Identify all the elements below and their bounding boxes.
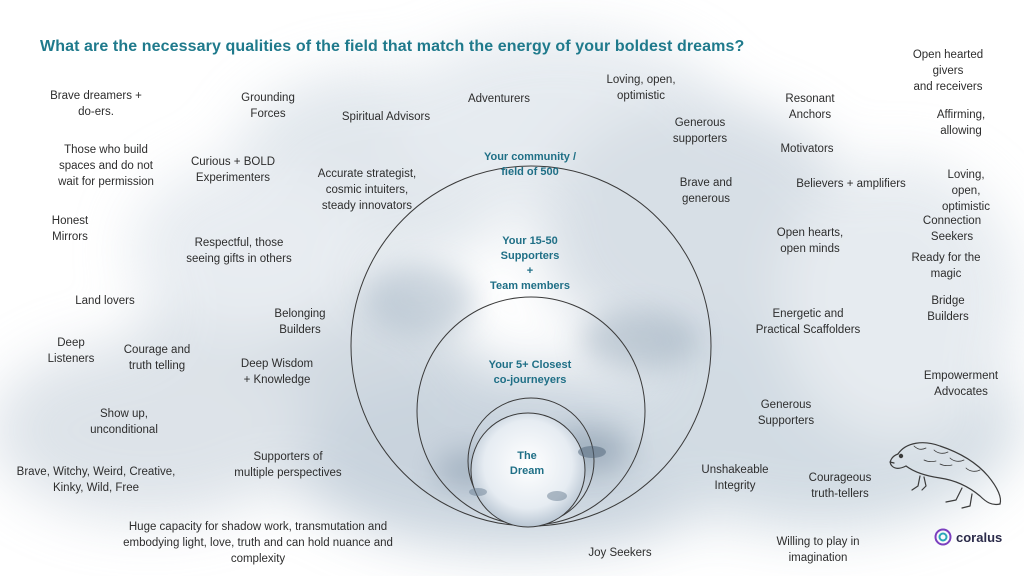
- quality-label: Connection Seekers: [922, 215, 982, 243]
- quality-label: Courage and truth telling: [123, 344, 191, 372]
- quality-label: Loving, open, optimistic: [942, 169, 990, 213]
- quality-label: Energetic and Practical Scaffolders: [755, 308, 861, 336]
- quality-label: Bridge Builders: [927, 295, 969, 323]
- quality-label: Generous Supporters: [757, 399, 815, 427]
- ring-label-center: The Dream: [509, 450, 545, 477]
- quality-label: Curious + BOLD Experimenters: [190, 156, 276, 184]
- quality-label: Brave and generous: [679, 177, 733, 205]
- quality-label: Adventurers: [467, 93, 531, 105]
- quality-label: Courageous truth-tellers: [808, 472, 872, 500]
- quality-label: Resonant Anchors: [785, 93, 835, 121]
- quality-label: Empowerment Advocates: [923, 370, 999, 398]
- quality-label: Believers + amplifiers: [796, 178, 906, 190]
- quality-label: Generous supporters: [672, 117, 728, 145]
- coralus-logo-icon: [934, 528, 952, 546]
- quality-label: Grounding Forces: [241, 92, 295, 120]
- quality-label: Spiritual Advisors: [341, 111, 431, 123]
- page-title: What are the necessary qualities of the …: [40, 38, 745, 55]
- ring-label-second: Your 15-50 Supporters + Team members: [490, 235, 570, 292]
- quality-label: Deep Listeners: [47, 337, 95, 365]
- quality-label: Brave dreamers + do-ers.: [50, 90, 142, 118]
- quality-label: Those who build spaces and do not wait f…: [58, 144, 154, 188]
- beaver-icon: [889, 442, 1002, 509]
- quality-label: Unshakeable Integrity: [701, 464, 769, 492]
- quality-label: Willing to play in imagination: [776, 536, 860, 564]
- quality-label: Affirming, allowing: [936, 109, 986, 137]
- quality-label: Open hearts, open minds: [776, 227, 844, 255]
- quality-label: Show up, unconditional: [90, 408, 158, 436]
- ring-label-outer: Your community / field of 500: [483, 151, 577, 178]
- quality-label: Joy Seekers: [588, 547, 652, 559]
- quality-label: Open hearted givers and receivers: [912, 49, 984, 93]
- quality-label: Accurate strategist, cosmic intuiters, s…: [317, 168, 417, 212]
- quality-label: Huge capacity for shadow work, transmuta…: [123, 521, 393, 565]
- logo-text: coralus: [956, 529, 1003, 545]
- coralus-logo: coralus: [934, 528, 1002, 546]
- quality-label: Land lovers: [75, 295, 135, 307]
- quality-label: Honest Mirrors: [51, 215, 89, 243]
- quality-label: Supporters of multiple perspectives: [234, 451, 342, 479]
- quality-label: Respectful, those seeing gifts in others: [186, 237, 292, 265]
- quality-label: Brave, Witchy, Weird, Creative, Kinky, W…: [16, 466, 176, 494]
- quality-label: Motivators: [780, 143, 834, 155]
- quality-label: Loving, open, optimistic: [606, 74, 676, 102]
- quality-label: Belonging Builders: [274, 308, 326, 336]
- ring-label-third: Your 5+ Closest co-journeyers: [488, 359, 572, 386]
- quality-label: Deep Wisdom + Knowledge: [240, 358, 314, 386]
- quality-label: Ready for the magic: [911, 252, 981, 280]
